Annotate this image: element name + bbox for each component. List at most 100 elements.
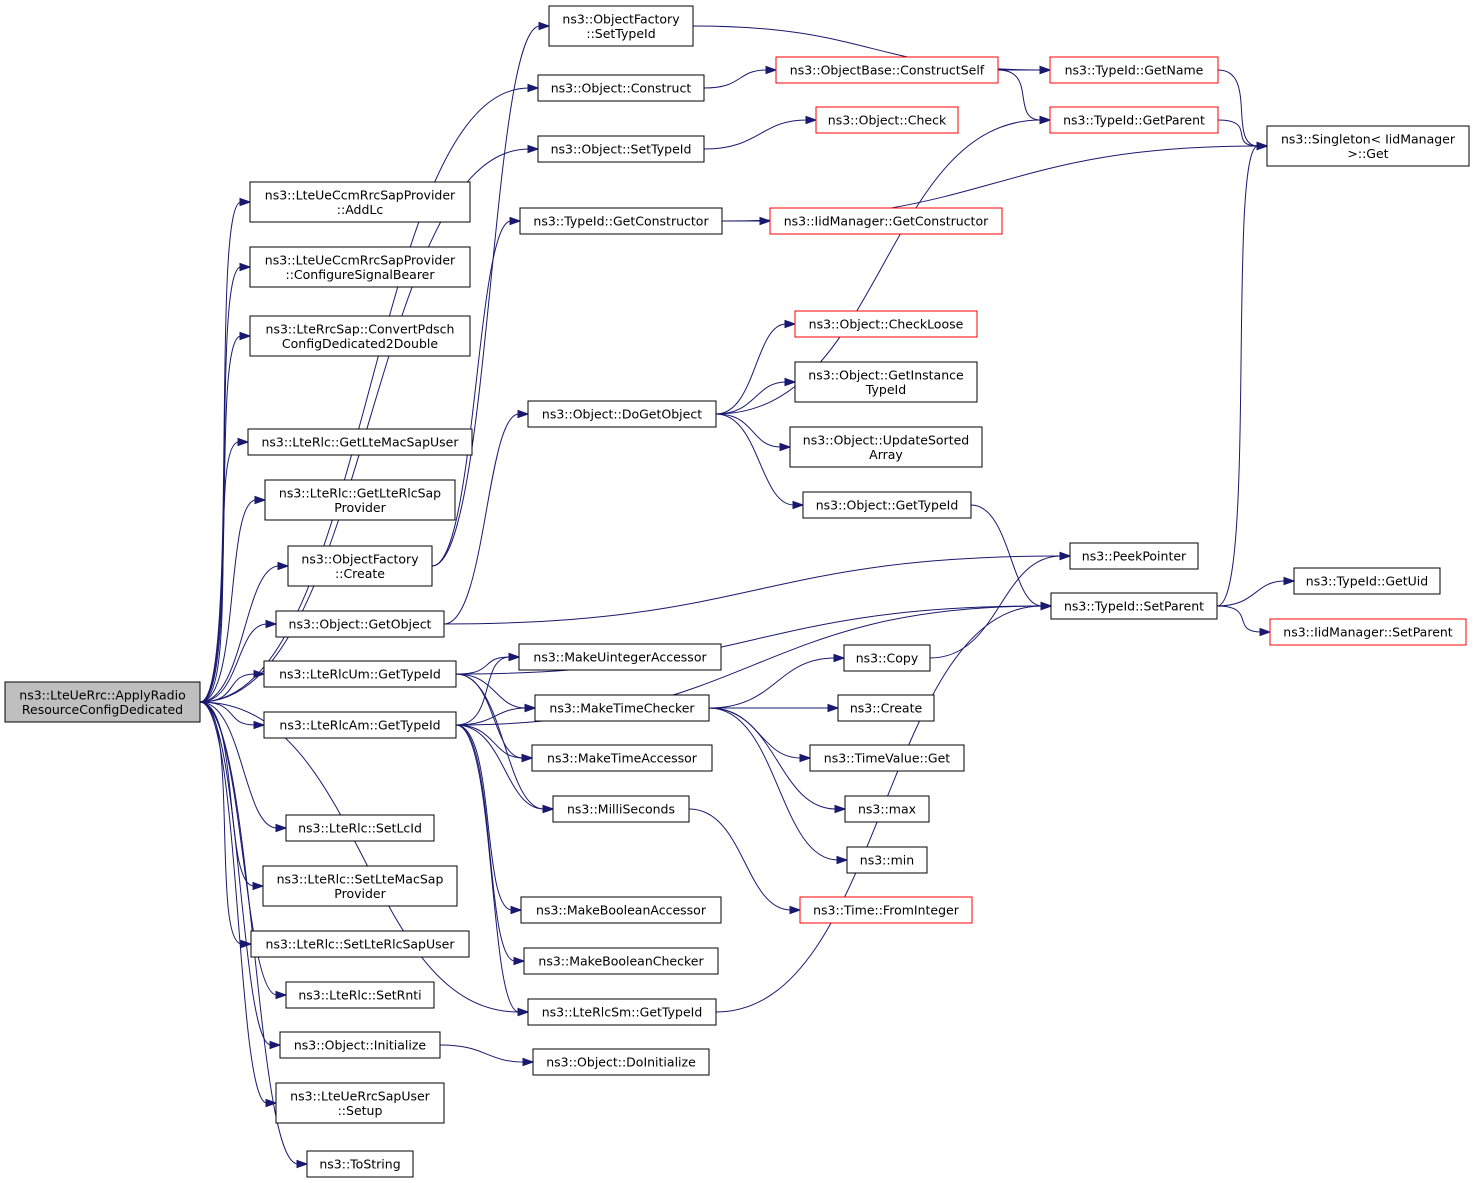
node-box[interactable] (249, 246, 471, 288)
node-tidgetuid[interactable]: ns3::TypeId::GetUid (1293, 567, 1441, 595)
node-objdogetobj[interactable]: ns3::Object::DoGetObject (527, 400, 717, 428)
node-makeuint[interactable]: ns3::MakeUintegerAccessor (518, 643, 722, 671)
node-box[interactable] (809, 744, 965, 772)
node-box[interactable] (537, 74, 705, 102)
node-box[interactable] (1049, 56, 1219, 84)
node-objdoinit[interactable]: ns3::Object::DoInitialize (532, 1048, 710, 1076)
node-setup[interactable]: ns3::LteUeRrcSapUser::Setup (275, 1082, 445, 1124)
node-box[interactable] (769, 207, 1003, 235)
node-box[interactable] (250, 930, 470, 958)
node-box[interactable] (802, 491, 972, 519)
node-box[interactable] (249, 315, 471, 357)
node-box[interactable] (285, 814, 435, 842)
node-maketimechk[interactable]: ns3::MakeTimeChecker (534, 694, 710, 722)
node-convpdsch[interactable]: ns3::LteRrcSap::ConvertPdschConfigDedica… (249, 315, 471, 357)
node-box[interactable] (519, 207, 723, 235)
node-box[interactable] (532, 1048, 710, 1076)
node-box[interactable] (287, 545, 433, 587)
node-ofcreate[interactable]: ns3::ObjectFactory::Create (287, 545, 433, 587)
node-millisec[interactable]: ns3::MilliSeconds (552, 795, 690, 823)
node-box[interactable] (837, 694, 935, 722)
node-maketimeacc[interactable]: ns3::MakeTimeAccessor (531, 744, 713, 772)
node-timefromint[interactable]: ns3::Time::FromInteger (799, 896, 973, 924)
node-tostring[interactable]: ns3::ToString (306, 1150, 414, 1178)
node-box[interactable] (1049, 106, 1219, 134)
node-box[interactable] (843, 644, 931, 672)
node-copy[interactable]: ns3::Copy (843, 644, 931, 672)
node-box[interactable] (4, 681, 201, 723)
node-box[interactable] (794, 361, 978, 403)
node-objinit[interactable]: ns3::Object::Initialize (279, 1031, 441, 1059)
node-box[interactable] (306, 1150, 414, 1178)
node-box[interactable] (249, 181, 471, 223)
node-setlcid[interactable]: ns3::LteRlc::SetLcId (285, 814, 435, 842)
node-box[interactable] (534, 694, 710, 722)
node-box[interactable] (531, 744, 713, 772)
node-box[interactable] (789, 426, 983, 468)
node-box[interactable] (523, 947, 719, 975)
node-timevalget[interactable]: ns3::TimeValue::Get (809, 744, 965, 772)
node-singleton[interactable]: ns3::Singleton< IidManager>::Get (1266, 125, 1470, 167)
node-box[interactable] (844, 795, 930, 823)
node-smgettid[interactable]: ns3::LteRlcSm::GetTypeId (527, 998, 717, 1026)
node-makeboolchk[interactable]: ns3::MakeBooleanChecker (523, 947, 719, 975)
node-box[interactable] (527, 400, 717, 428)
node-objcheckloose[interactable]: ns3::Object::CheckLoose (794, 310, 978, 338)
node-objgettid[interactable]: ns3::Object::GetTypeId (802, 491, 972, 519)
node-max[interactable]: ns3::max (844, 795, 930, 823)
node-box[interactable] (1269, 618, 1467, 646)
node-tidgetctor[interactable]: ns3::TypeId::GetConstructor (519, 207, 723, 235)
node-box[interactable] (846, 846, 928, 874)
node-box[interactable] (794, 310, 978, 338)
node-box[interactable] (775, 56, 999, 84)
node-box[interactable] (1266, 125, 1470, 167)
node-iidsetparent[interactable]: ns3::IidManager::SetParent (1269, 618, 1467, 646)
node-box[interactable] (264, 479, 456, 521)
node-box[interactable] (552, 795, 690, 823)
node-setrnti[interactable]: ns3::LteRlc::SetRnti (285, 981, 435, 1009)
node-configsig[interactable]: ns3::LteUeCcmRrcSapProvider::ConfigureSi… (249, 246, 471, 288)
node-obconstructself[interactable]: ns3::ObjectBase::ConstructSelf (775, 56, 999, 84)
node-box[interactable] (1293, 567, 1441, 595)
node-box[interactable] (275, 1082, 445, 1124)
node-root[interactable]: ns3::LteUeRrc::ApplyRadioResourceConfigD… (4, 681, 201, 723)
node-box[interactable] (548, 5, 694, 47)
node-box[interactable] (275, 610, 445, 638)
node-objconstruct[interactable]: ns3::Object::Construct (537, 74, 705, 102)
node-peekptr[interactable]: ns3::PeekPointer (1069, 542, 1199, 570)
node-objcheck[interactable]: ns3::Object::Check (815, 106, 959, 134)
node-box[interactable] (263, 711, 457, 739)
node-ofsettid[interactable]: ns3::ObjectFactory::SetTypeId (548, 5, 694, 47)
node-min[interactable]: ns3::min (846, 846, 928, 874)
node-tidsetparent[interactable]: ns3::TypeId::SetParent (1050, 592, 1218, 620)
node-box[interactable] (1069, 542, 1199, 570)
node-create[interactable]: ns3::Create (837, 694, 935, 722)
node-getltemac[interactable]: ns3::LteRlc::GetLteMacSapUser (247, 428, 473, 456)
node-box[interactable] (285, 981, 435, 1009)
node-box[interactable] (799, 896, 973, 924)
node-box[interactable] (279, 1031, 441, 1059)
node-iidgetctor[interactable]: ns3::IidManager::GetConstructor (769, 207, 1003, 235)
node-tidgetparent[interactable]: ns3::TypeId::GetParent (1049, 106, 1219, 134)
node-box[interactable] (520, 896, 722, 924)
node-box[interactable] (527, 998, 717, 1026)
node-box[interactable] (1050, 592, 1218, 620)
node-setlterlc[interactable]: ns3::LteRlc::SetLteRlcSapUser (250, 930, 470, 958)
node-amgettid[interactable]: ns3::LteRlcAm::GetTypeId (263, 711, 457, 739)
node-umgettid[interactable]: ns3::LteRlcUm::GetTypeId (263, 660, 457, 688)
node-box[interactable] (262, 865, 458, 907)
node-box[interactable] (815, 106, 959, 134)
node-box[interactable] (247, 428, 473, 456)
node-tidgetname[interactable]: ns3::TypeId::GetName (1049, 56, 1219, 84)
node-objgetobj[interactable]: ns3::Object::GetObject (275, 610, 445, 638)
node-box[interactable] (518, 643, 722, 671)
node-box[interactable] (537, 135, 705, 163)
node-addlc[interactable]: ns3::LteUeCcmRrcSapProvider::AddLc (249, 181, 471, 223)
node-box[interactable] (263, 660, 457, 688)
node-objsettid[interactable]: ns3::Object::SetTypeId (537, 135, 705, 163)
node-makeboolacc[interactable]: ns3::MakeBooleanAccessor (520, 896, 722, 924)
